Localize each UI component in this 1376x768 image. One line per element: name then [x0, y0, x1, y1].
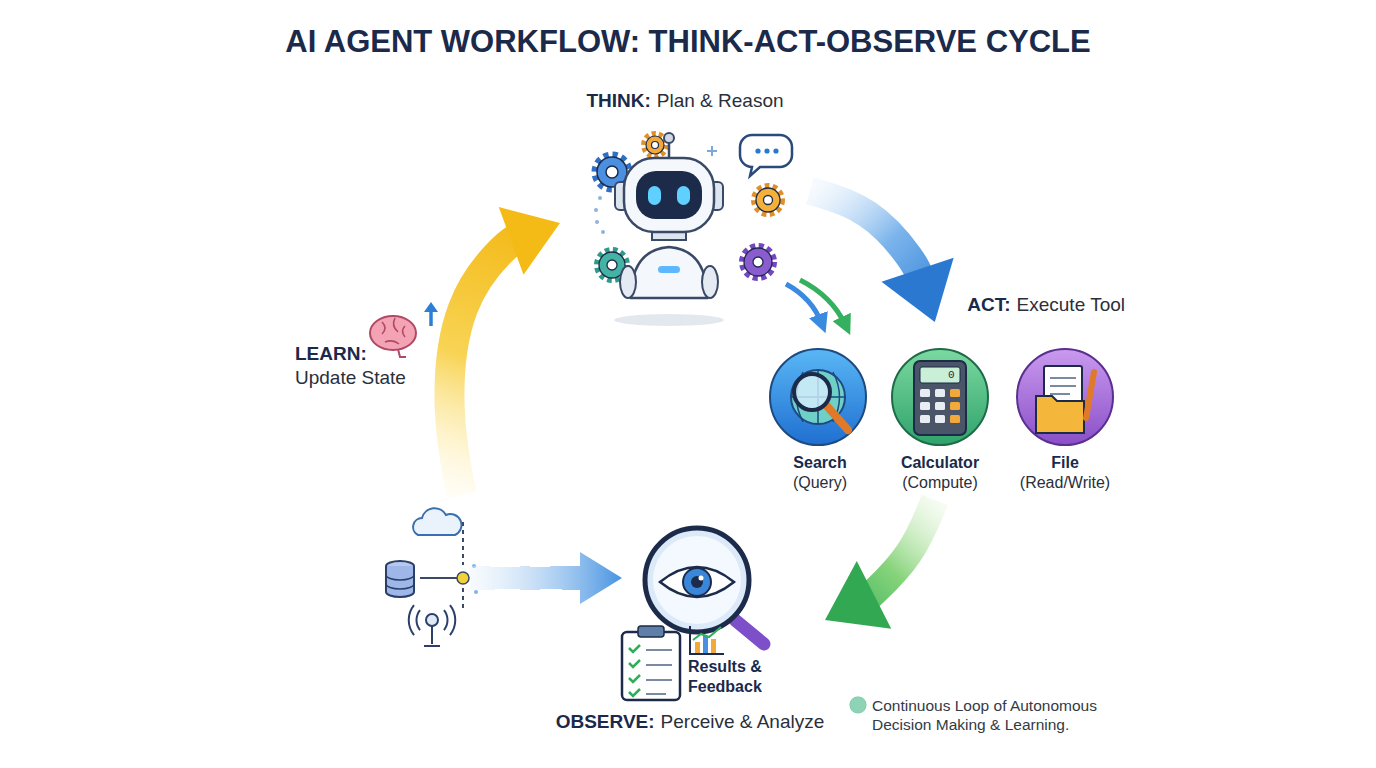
cycle-arrow [449, 207, 560, 495]
arrow-body [867, 500, 935, 599]
arrow-head [825, 561, 891, 629]
diagram-title: AI AGENT WORKFLOW: THINK-ACT-OBSERVE CYC… [0, 24, 1376, 60]
stage-heading: OBSERVE: [556, 711, 655, 732]
results-label: Results & Feedback [688, 657, 778, 697]
tool-node: File(Read/Write) [1005, 340, 1125, 500]
tool-name: Calculator [880, 453, 1000, 473]
robot-illustration [594, 133, 792, 326]
file-icon [1017, 349, 1113, 445]
data-source-illustration [386, 508, 622, 646]
tool-operation: (Compute) [880, 473, 1000, 493]
calculator-icon [892, 349, 988, 445]
legend-dot-outline [850, 697, 867, 714]
arrow-body [810, 191, 920, 278]
cycle-arrow [825, 500, 935, 629]
stage-description: Perceive & Analyze [661, 711, 825, 732]
calculator-display: 0 [948, 369, 955, 381]
observe-stage: OBSERVE: Perceive & Analyze Results & Feed… [555, 520, 825, 742]
legend-swatch [850, 697, 866, 713]
learn-stage: LEARN:Update State [285, 300, 475, 495]
chart-icon [690, 626, 724, 654]
brain-icon [370, 302, 438, 357]
act-stage: ACT:Execute ToolSearch(Query)Calculator(… [760, 322, 1140, 500]
arrow-head [881, 258, 953, 322]
tool-node: Search(Query) [760, 340, 880, 500]
stage-description: Plan & Reason [657, 90, 784, 111]
tool-pointer-arrows [786, 280, 846, 326]
stage-heading: LEARN: [295, 342, 465, 366]
cycle-arrow [810, 191, 954, 322]
think-stage: THINK: Plan & Reason [560, 85, 810, 315]
arrow-head [499, 207, 560, 275]
clipboard-icon [622, 626, 680, 700]
legend-text: Continuous Loop of Autonomous Decision M… [872, 696, 1124, 735]
tool-name: Search [760, 453, 880, 473]
stage-description: Execute Tool [1017, 294, 1125, 315]
results-node: Results & Feedback [683, 655, 788, 705]
stage-heading: ACT: [967, 294, 1010, 315]
search-icon [770, 349, 866, 445]
stage-heading: THINK: [586, 90, 650, 111]
arrow-body [449, 238, 518, 495]
stage-description: Update State [295, 366, 465, 390]
tool-operation: (Read/Write) [1005, 473, 1125, 493]
tool-name: File [1005, 453, 1125, 473]
tool-node: Calculator(Compute) [880, 340, 1000, 500]
tool-operation: (Query) [760, 473, 880, 493]
